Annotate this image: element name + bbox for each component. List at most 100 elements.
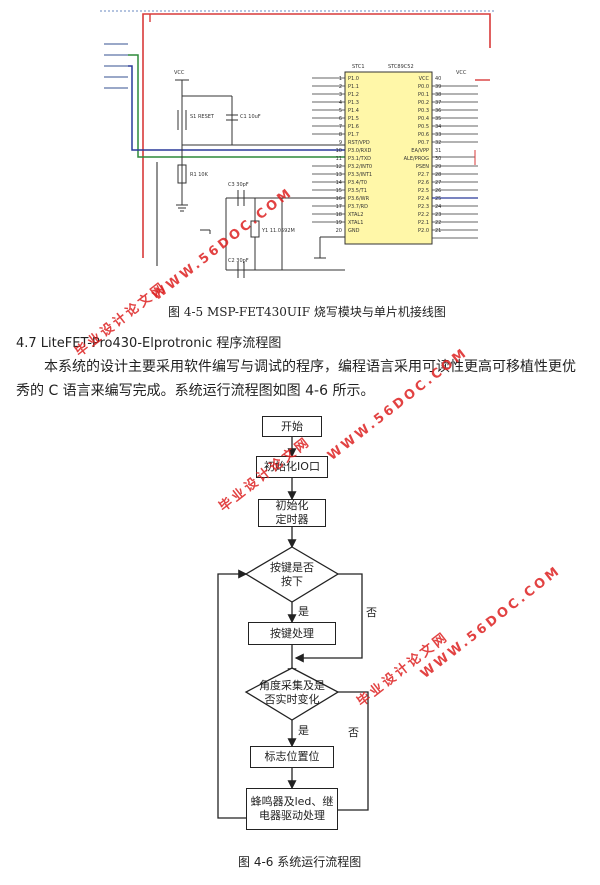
chip-left-pin-number: 10 — [336, 148, 342, 154]
chip-right-pin-number: 32 — [435, 140, 441, 146]
chip-right-pin-number: 33 — [435, 132, 441, 138]
chip-right-pin-number: 37 — [435, 100, 441, 106]
chip-right-pin-label: P0.2 — [418, 100, 429, 106]
decision-key-diamond — [244, 546, 340, 603]
chip-right-pin-number: 38 — [435, 92, 441, 98]
chip-left-pin-label: P3.0/RXD — [348, 148, 372, 154]
reset-circuit — [175, 79, 345, 212]
chip-left-pin-label: P3.7/RD — [348, 204, 368, 210]
decision-angle-diamond — [244, 667, 340, 721]
chip-left-pin-number: 8 — [339, 132, 342, 138]
decision-key-line1: 按键是否 — [270, 561, 314, 574]
chip-right-pin-number: 21 — [435, 228, 441, 234]
chip-left-pin-number: 12 — [336, 164, 342, 170]
chip-left-pin-label: XTAL2 — [348, 212, 363, 218]
figure-4-6-caption: 图 4-6 系统运行流程图 — [238, 855, 362, 869]
chip-left-pin-label: P1.3 — [348, 100, 359, 106]
chip-right-pin-label: P0.3 — [418, 108, 429, 114]
chip-right-pin-number: 27 — [435, 180, 441, 186]
chip-left-pin-number: 20 — [336, 228, 342, 234]
yes-label-1: 是 — [298, 605, 309, 618]
chip-right-pin-number: 39 — [435, 84, 441, 90]
chip-ref: STC1 — [352, 64, 365, 70]
decision-key-text: 按键是否 按下 — [254, 561, 330, 589]
schematic-diagram: P1.0P1.1P1.2P1.3P1.4P1.5P1.6P1.7RST/VPDP… — [100, 10, 495, 278]
chip-left-pin-label: P1.4 — [348, 108, 359, 114]
chip-left-pin-number: 19 — [336, 220, 342, 226]
crystal-circuit — [200, 190, 345, 278]
chip-right-pin-label: P0.0 — [418, 84, 429, 90]
flow-key-process: 按键处理 — [248, 622, 336, 645]
chip-left-pin-number: 13 — [336, 172, 342, 178]
flow-start: 开始 — [262, 416, 322, 437]
chip-right-pin-label: P2.0 — [418, 228, 429, 234]
chip-left-pin-label: P3.3/INT1 — [348, 172, 372, 178]
chip-right-pin-lines — [432, 85, 478, 239]
vcc-label-right: VCC — [456, 70, 467, 76]
chip-right-pin-label: P2.1 — [418, 220, 429, 226]
chip-left-pin-lines — [312, 77, 345, 223]
chip-left-pin-number: 1 — [339, 76, 342, 82]
flow-init-timer: 初始化 定时器 — [258, 499, 326, 527]
chip-right-pin-number: 24 — [435, 204, 441, 210]
chip-left-pin-label: P1.0 — [348, 76, 359, 82]
reset-button-label: S1 RESET — [190, 114, 215, 120]
chip-left-pin-label: P3.1/TXD — [348, 156, 371, 162]
wire-red — [142, 13, 491, 258]
chip-right-pin-label: P2.3 — [418, 204, 429, 210]
chip-left-pin-number: 2 — [339, 84, 342, 90]
chip-right-pin-number: 22 — [435, 220, 441, 226]
chip-left-pin-label: GND — [348, 228, 360, 234]
chip-body — [344, 71, 433, 245]
cap-c3-label: C3 30pF — [228, 182, 249, 188]
flowchart-connectors — [217, 437, 369, 819]
yes-label-2: 是 — [298, 724, 309, 737]
chip-left-pin-number: 4 — [339, 100, 342, 106]
chip-right-pin-label: P0.6 — [418, 132, 429, 138]
wire-green — [128, 54, 345, 158]
chip-right-pin-label: EA/VPP — [411, 148, 429, 154]
chip-right-pin-number: 40 — [435, 76, 441, 82]
chip-right-pin-label: P0.4 — [418, 116, 429, 122]
chip-left-pin-label: P1.7 — [348, 132, 359, 138]
chip-left-pin-number: 11 — [336, 156, 342, 162]
chip-left-pin-number: 9 — [339, 140, 342, 146]
chip-right-pin-label: P2.5 — [418, 188, 429, 194]
chip-left-pin-number: 15 — [336, 188, 342, 194]
no-label-2: 否 — [348, 726, 359, 739]
flow-init-timer-line1: 初始化 — [275, 499, 309, 512]
crystal-label: Y1 11.0592M — [261, 228, 295, 234]
figure-4-5-caption: 图 4-5 MSP-FET430UIF 烧写模块与单片机接线图 — [168, 305, 446, 319]
chip-left-pin-number: 7 — [339, 124, 342, 130]
no-label-1: 否 — [366, 606, 377, 619]
chip-left-pin-number: 6 — [339, 116, 342, 122]
chip-left-pin-number: 17 — [336, 204, 342, 210]
chip-right-pin-label: P2.2 — [418, 212, 429, 218]
chip-left-pin-label: P1.6 — [348, 124, 359, 130]
chip-left-pin-label: P3.2/INT0 — [348, 164, 372, 170]
chip-right-pin-label: P2.4 — [418, 196, 429, 202]
chip-left-pin-label: P3.5/T1 — [348, 188, 367, 194]
chip-right-pin-label: P0.1 — [418, 92, 429, 98]
section-paragraph: 本系统的设计主要采用软件编写与调试的程序，编程语言采用可读性更高可移植性更优秀的… — [16, 359, 576, 399]
chip-left-pin-label: P3.6/WR — [348, 196, 370, 202]
flow-driver-process: 蜂鸣器及led、继 电器驱动处理 — [246, 788, 338, 830]
resistor-label: R1 10K — [190, 172, 209, 178]
chip-right-pin-label: PSEN — [416, 164, 429, 170]
flow-init-timer-line2: 定时器 — [275, 513, 309, 526]
chip-left-pin-label: P1.1 — [348, 84, 359, 90]
chip-left-pin-number: 5 — [339, 108, 342, 114]
decision-angle-line1: 角度采集及是 — [259, 679, 325, 692]
chip-right-pin-number: 30 — [435, 156, 441, 162]
chip-left-pin-number: 3 — [339, 92, 342, 98]
cap-c2-label: C2 30pF — [228, 258, 249, 264]
vcc-label-left: VCC — [174, 70, 185, 76]
decision-angle-text: 角度采集及是 否实时变化 — [250, 679, 334, 707]
chip-model: STC89C52 — [388, 64, 414, 70]
chip-left-pin-label: P3.4/T0 — [348, 180, 367, 186]
programmer-connector — [104, 43, 128, 89]
flow-init-io: 初始化IO口 — [256, 456, 328, 478]
chip-left-pin-label: P1.2 — [348, 92, 359, 98]
chip-right-pin-number: 29 — [435, 164, 441, 170]
chip-left-pin-label: XTAL1 — [348, 220, 363, 226]
